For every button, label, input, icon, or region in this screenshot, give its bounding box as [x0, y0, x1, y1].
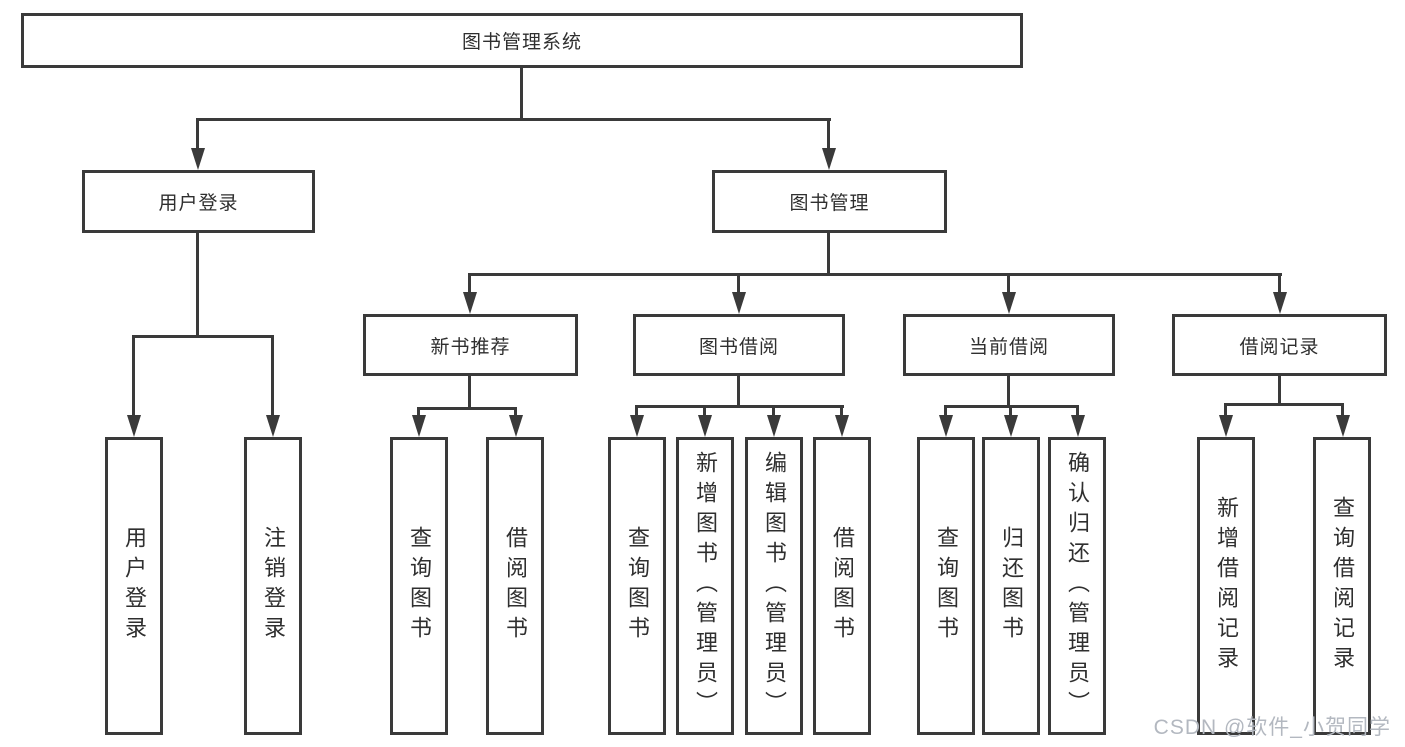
- leaf-label: 借阅图书: [503, 526, 528, 646]
- leaf-label: 编辑图书（管理员）: [762, 451, 787, 721]
- connector-line: [417, 407, 420, 419]
- connector-line: [196, 118, 831, 121]
- leaf-label: 查询图书: [934, 526, 959, 646]
- node-label: 新书推荐: [430, 336, 511, 358]
- connector-line: [1278, 374, 1281, 406]
- arrow-down-icon: [266, 415, 280, 437]
- node-root-system: 图书管理系统: [21, 13, 1023, 68]
- arrow-down-icon: [1219, 415, 1233, 437]
- arrow-down-icon: [630, 415, 644, 437]
- connector-line: [1341, 403, 1344, 419]
- connector-line: [944, 405, 947, 419]
- connector-line: [1224, 403, 1344, 406]
- node-book-borrow: 图书借阅: [633, 314, 845, 376]
- leaf-add-borrow-record: 新增借阅记录: [1197, 437, 1255, 735]
- connector-line: [468, 273, 1282, 276]
- connector-line: [635, 405, 844, 408]
- node-book-management: 图书管理: [712, 170, 947, 233]
- leaf-label: 用户登录: [122, 526, 147, 646]
- connector-line: [1007, 374, 1010, 408]
- arrow-down-icon: [463, 292, 477, 314]
- leaf-add-book-admin: 新增图书（管理员）: [676, 437, 734, 735]
- leaf-edit-book-admin: 编辑图书（管理员）: [745, 437, 803, 735]
- connector-line: [1224, 403, 1227, 419]
- leaf-logout: 注销登录: [244, 437, 302, 735]
- leaf-user-login: 用户登录: [105, 437, 163, 735]
- leaf-label: 查询图书: [407, 526, 432, 646]
- connector-line: [737, 273, 740, 294]
- arrow-down-icon: [191, 148, 205, 170]
- connector-line: [520, 67, 523, 121]
- leaf-label: 注销登录: [261, 526, 286, 646]
- connector-line: [1009, 405, 1012, 419]
- arrow-down-icon: [412, 415, 426, 437]
- node-user-login: 用户登录: [82, 170, 315, 233]
- leaf-label: 查询借阅记录: [1330, 496, 1355, 676]
- arrow-down-icon: [127, 415, 141, 437]
- arrow-down-icon: [1336, 415, 1350, 437]
- arrow-down-icon: [939, 415, 953, 437]
- leaf-return-book: 归还图书: [982, 437, 1040, 735]
- arrow-down-icon: [1002, 292, 1016, 314]
- leaf-query-book-current: 查询图书: [917, 437, 975, 735]
- leaf-borrow-book-recommend: 借阅图书: [486, 437, 544, 735]
- node-label: 图书借阅: [698, 336, 779, 358]
- leaf-confirm-return-admin: 确认归还（管理员）: [1048, 437, 1106, 735]
- arrow-down-icon: [835, 415, 849, 437]
- leaf-label: 查询图书: [625, 526, 650, 646]
- connector-line: [417, 407, 517, 410]
- arrow-down-icon: [509, 415, 523, 437]
- connector-line: [635, 405, 638, 419]
- connector-line: [196, 230, 199, 338]
- arrow-down-icon: [732, 292, 746, 314]
- leaf-label: 归还图书: [999, 526, 1024, 646]
- node-label: 用户登录: [158, 193, 239, 214]
- connector-line: [772, 405, 775, 419]
- connector-line: [514, 407, 517, 419]
- connector-line: [1278, 273, 1281, 294]
- connector-line: [132, 335, 274, 338]
- leaf-borrow-book: 借阅图书: [813, 437, 871, 735]
- leaf-label: 新增借阅记录: [1214, 496, 1239, 676]
- connector-line: [196, 118, 199, 151]
- arrow-down-icon: [767, 415, 781, 437]
- arrow-down-icon: [698, 415, 712, 437]
- connector-line: [827, 118, 830, 151]
- connector-line: [1076, 405, 1079, 419]
- leaf-label: 新增图书（管理员）: [693, 451, 718, 721]
- node-label: 图书管理: [789, 193, 870, 214]
- connector-line: [468, 374, 471, 410]
- connector-line: [840, 405, 843, 419]
- leaf-query-book-borrow: 查询图书: [608, 437, 666, 735]
- arrow-down-icon: [822, 148, 836, 170]
- arrow-down-icon: [1071, 415, 1085, 437]
- connector-line: [468, 273, 471, 294]
- node-label: 图书管理系统: [461, 32, 582, 53]
- csdn-watermark: CSDN @软件_小贺同学: [1153, 716, 1391, 739]
- node-label: 借阅记录: [1239, 336, 1320, 358]
- arrow-down-icon: [1273, 292, 1287, 314]
- node-current-borrow: 当前借阅: [903, 314, 1115, 376]
- node-borrow-record: 借阅记录: [1172, 314, 1387, 376]
- connector-line: [132, 335, 135, 417]
- connector-line: [1007, 273, 1010, 294]
- connector-line: [271, 335, 274, 417]
- leaf-label: 确认归还（管理员）: [1065, 451, 1090, 721]
- node-label: 当前借阅: [968, 336, 1049, 358]
- arrow-down-icon: [1004, 415, 1018, 437]
- leaf-query-book-recommend: 查询图书: [390, 437, 448, 735]
- leaf-label: 借阅图书: [830, 526, 855, 646]
- connector-line: [703, 405, 706, 419]
- connector-line: [737, 374, 740, 408]
- leaf-query-borrow-record: 查询借阅记录: [1313, 437, 1371, 735]
- connector-line: [827, 230, 830, 276]
- node-new-book-recommend: 新书推荐: [363, 314, 578, 376]
